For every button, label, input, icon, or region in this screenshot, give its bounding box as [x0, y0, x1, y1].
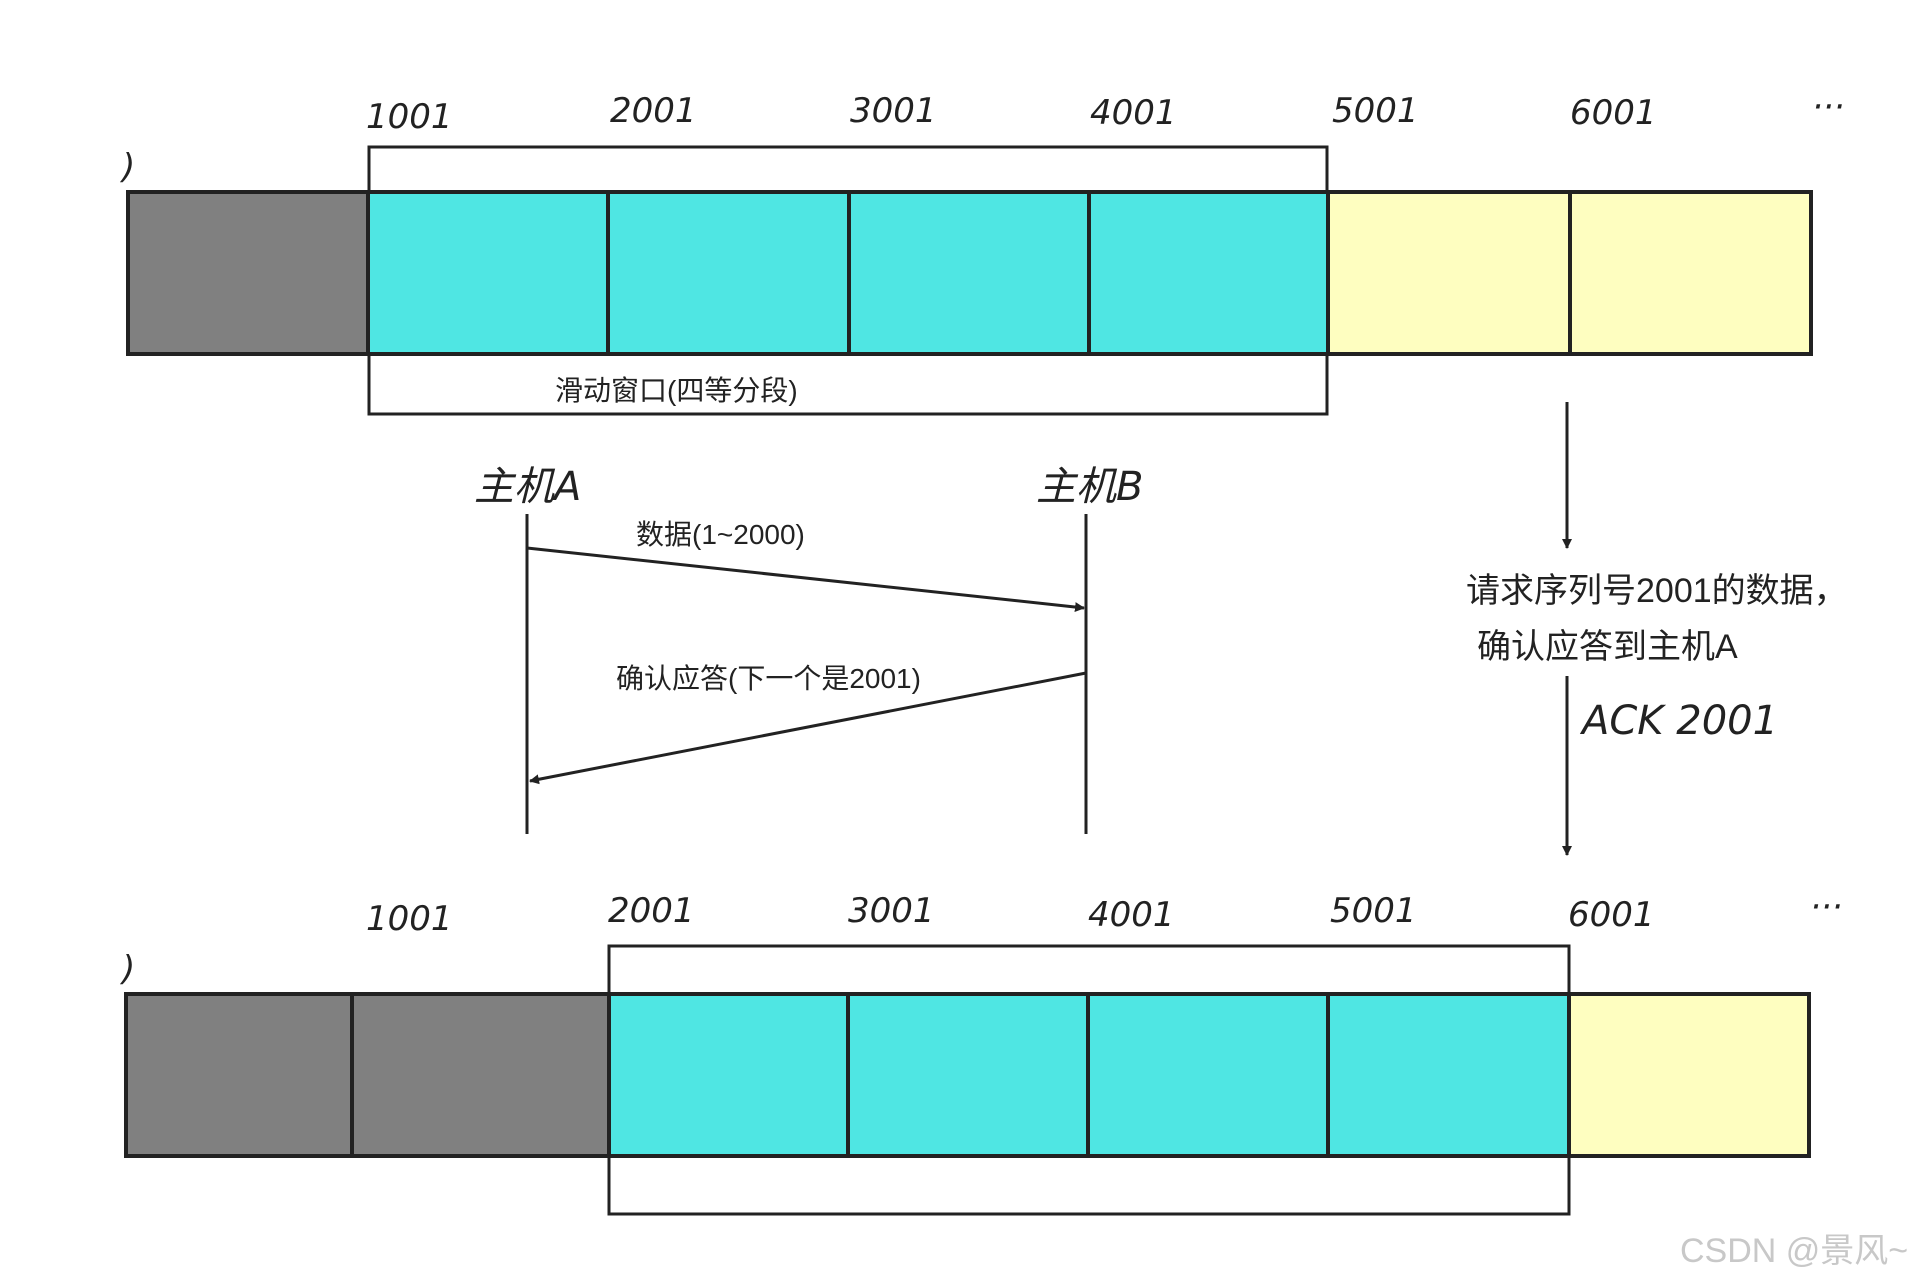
- bottom-strip: ) 1001 2001 3001 4001 5001 6001 ···: [119, 887, 1842, 1216]
- host-a-label: 主机A: [474, 464, 581, 510]
- top-tick-1001: 1001: [366, 97, 453, 137]
- bottom-window-segment-1: [607, 992, 850, 1158]
- bottom-tick-3001: 3001: [848, 891, 935, 931]
- top-window-segment-3: [847, 190, 1091, 356]
- watermark: CSDN @景风~: [1680, 1232, 1908, 1270]
- sequence-diagram: 主机A 主机B 数据(1~2000) 确认应答(下一个是2001): [474, 464, 1143, 834]
- side-annotation: 请求序列号2001的数据， 确认应答到主机A ACK 2001: [1466, 402, 1848, 856]
- bottom-ellipsis: ···: [1810, 887, 1842, 927]
- bottom-leading-mark: ): [119, 949, 135, 989]
- bottom-window-segment-4: [1326, 992, 1571, 1158]
- ack-2001-label: ACK 2001: [1579, 698, 1778, 744]
- side-text-line2: 确认应答到主机A: [1477, 628, 1738, 666]
- data-message-label: 数据(1~2000): [636, 519, 805, 550]
- data-message-arrow: [526, 546, 1085, 613]
- top-tick-5001: 5001: [1332, 91, 1419, 131]
- side-text-line1: 请求序列号2001的数据，: [1466, 572, 1848, 610]
- bottom-tick-2001: 2001: [608, 891, 695, 931]
- top-strip: ) 1001 2001 3001 4001 5001 6001 ··· 滑动窗口…: [119, 87, 1844, 416]
- bottom-tick-6001: 6001: [1568, 895, 1655, 935]
- top-acked-segment: [126, 190, 370, 356]
- bottom-tick-1001: 1001: [366, 899, 453, 939]
- ack-message-arrow: [529, 671, 1087, 785]
- bottom-acked-segment-1: [124, 992, 354, 1158]
- top-tick-2001: 2001: [610, 91, 697, 131]
- bottom-window-segment-3: [1086, 992, 1330, 1158]
- ack-message-label: 确认应答(下一个是2001): [616, 663, 921, 694]
- bottom-tick-4001: 4001: [1088, 895, 1175, 935]
- top-tick-6001: 6001: [1570, 93, 1657, 133]
- top-ellipsis: ···: [1812, 87, 1844, 127]
- host-b-label: 主机B: [1036, 464, 1143, 510]
- bottom-tick-5001: 5001: [1330, 891, 1417, 931]
- bottom-pending-segment: [1567, 992, 1811, 1158]
- top-tick-3001: 3001: [850, 91, 937, 131]
- bottom-acked-segment-2: [350, 992, 611, 1158]
- top-tick-4001: 4001: [1090, 93, 1177, 133]
- top-window-segment-2: [606, 190, 851, 356]
- window-label: 滑动窗口(四等分段): [555, 375, 798, 406]
- top-leading-mark: ): [119, 147, 135, 187]
- top-window-segment-4: [1087, 190, 1330, 356]
- top-pending-segment-1: [1326, 190, 1572, 356]
- top-window-segment-1: [366, 190, 610, 356]
- top-pending-segment-2: [1568, 190, 1813, 356]
- bottom-window-segment-2: [846, 992, 1090, 1158]
